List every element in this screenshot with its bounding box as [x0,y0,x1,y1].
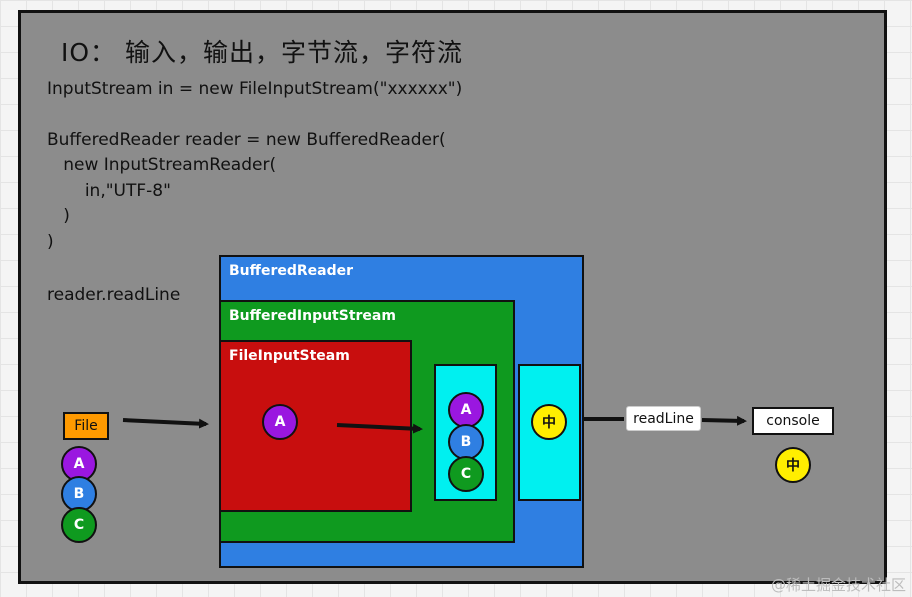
readline-tag: readLine [626,406,701,431]
code-line-readline: reader.readLine [47,285,181,305]
console-circle-zhong: 中 [775,447,811,483]
buffer-circle-c: C [448,456,484,492]
arrow-readline-to-console [701,415,747,426]
watermark: @稀土掘金技术社区 [770,576,906,594]
slide-title: IO： 输入，输出，字节流，字符流 [61,38,463,67]
buffer-circle-b: B [448,424,484,460]
console-tag: console [752,407,834,435]
buffered-input-stream-label: BufferedInputStream [229,308,396,324]
arrow-fileinputsteam-to-buffer [336,423,423,434]
code-line-6: ) [47,232,54,252]
file-circle-c: C [61,507,97,543]
code-line-3: new InputStreamReader( [47,155,277,175]
code-line-4: in,"UTF-8" [47,181,171,201]
buffered-reader-label: BufferedReader [229,263,354,279]
char-buffer-cell [518,364,581,501]
code-line-2: BufferedReader reader = new BufferedRead… [47,130,446,150]
code-line-5: ) [47,206,70,226]
arrow-file-to-fileinputsteam [122,418,209,429]
file-input-steam-label: FileInputSteam [229,348,350,364]
file-circle-a: A [61,446,97,482]
file-tag: File [63,412,109,440]
char-circle-zhong: 中 [531,404,567,440]
file-input-circle-a: A [262,404,298,440]
code-line-1: InputStream in = new FileInputStream("xx… [47,79,463,99]
